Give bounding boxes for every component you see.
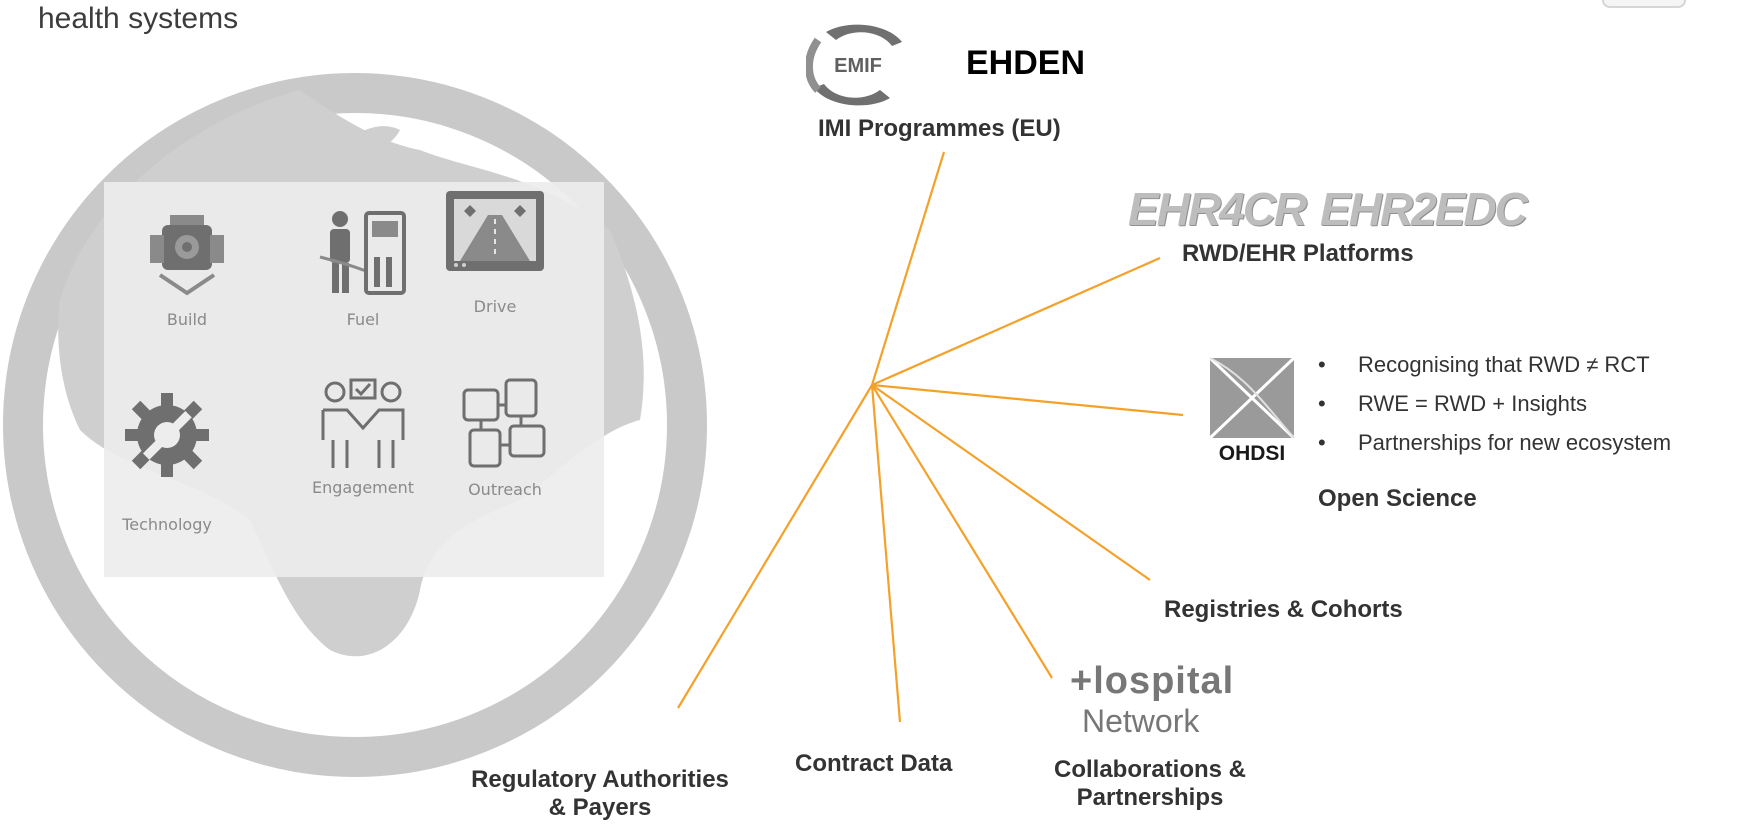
gear-wrench-icon xyxy=(125,393,209,477)
bullet-item: •RWE = RWD + Insights xyxy=(1318,391,1588,416)
imi-programmes-label: IMI Programmes (EU) xyxy=(818,115,1061,142)
open-science-label: Open Science xyxy=(1318,485,1477,512)
ehden-title: EHDEN xyxy=(966,44,1086,82)
pillar-label: Build xyxy=(166,310,208,329)
pillar-label: Fuel xyxy=(346,310,380,329)
spoke-registries xyxy=(871,384,1151,581)
emif-logo: EMIF xyxy=(806,24,902,106)
pillar-technology: Technology xyxy=(92,385,242,534)
pillar-label: Drive xyxy=(473,297,517,316)
ehr2edc-logo: EHR2EDC xyxy=(1320,183,1528,235)
collaborations-label-line2: Partnerships xyxy=(1076,784,1224,811)
engine-icon xyxy=(149,215,224,296)
ohdsi-logo: OHDSI xyxy=(1208,356,1296,465)
rwd-platforms-label: RWD/EHR Platforms xyxy=(1182,240,1414,267)
spoke-rwd xyxy=(871,256,1161,387)
registries-cohorts-label: Registries & Cohorts xyxy=(1164,596,1403,623)
hospital-network-logo-top: +lospital xyxy=(1070,660,1235,702)
joined-hands-icon xyxy=(462,378,546,468)
hospital-network-logo-bottom: Network xyxy=(1082,703,1200,739)
pillar-engagement: Engagement xyxy=(288,370,438,497)
pillar-label: Outreach xyxy=(468,480,542,499)
regulatory-label: Regulatory Authorities & Payers xyxy=(440,766,760,822)
handshake-people-icon xyxy=(321,378,405,468)
pillar-label: Technology xyxy=(122,515,212,534)
ehr4cr-logo: EHR4CR xyxy=(1128,183,1307,235)
bullet-item: •Recognising that RWD ≠ RCT xyxy=(1318,352,1650,377)
road-screen-icon xyxy=(446,191,544,271)
pillar-outreach: Outreach xyxy=(430,370,580,499)
spoke-contract xyxy=(870,384,902,723)
spoke-collab xyxy=(871,384,1053,679)
regulatory-label-line2: & Payers xyxy=(548,794,652,821)
collaborations-label-line1: Collaborations & xyxy=(1053,756,1246,783)
bullet-item: •Partnerships for new ecosystem xyxy=(1318,430,1672,455)
corner-ornament xyxy=(1602,0,1686,8)
page-heading: health systems xyxy=(38,2,239,35)
contract-data-label: Contract Data xyxy=(795,750,953,777)
spoke-imi xyxy=(870,151,946,386)
collaborations-label: Collaborations & Partnerships xyxy=(1030,756,1270,812)
ohdsi-bullet-list: •Recognising that RWD ≠ RCT •RWE = RWD +… xyxy=(1318,352,1671,469)
regulatory-label-line1: Regulatory Authorities xyxy=(471,766,729,793)
spoke-regulatory xyxy=(677,384,873,709)
ohdsi-logo-text: OHDSI xyxy=(1219,442,1286,465)
pillar-drive: Drive xyxy=(420,185,570,316)
pillar-label: Engagement xyxy=(311,478,415,497)
emif-logo-text: EMIF xyxy=(834,55,882,77)
spoke-ohdsi xyxy=(871,383,1184,417)
pillar-build: Build xyxy=(112,205,262,329)
fuel-pump-icon xyxy=(319,211,406,295)
pillar-fuel: Fuel xyxy=(288,205,438,329)
